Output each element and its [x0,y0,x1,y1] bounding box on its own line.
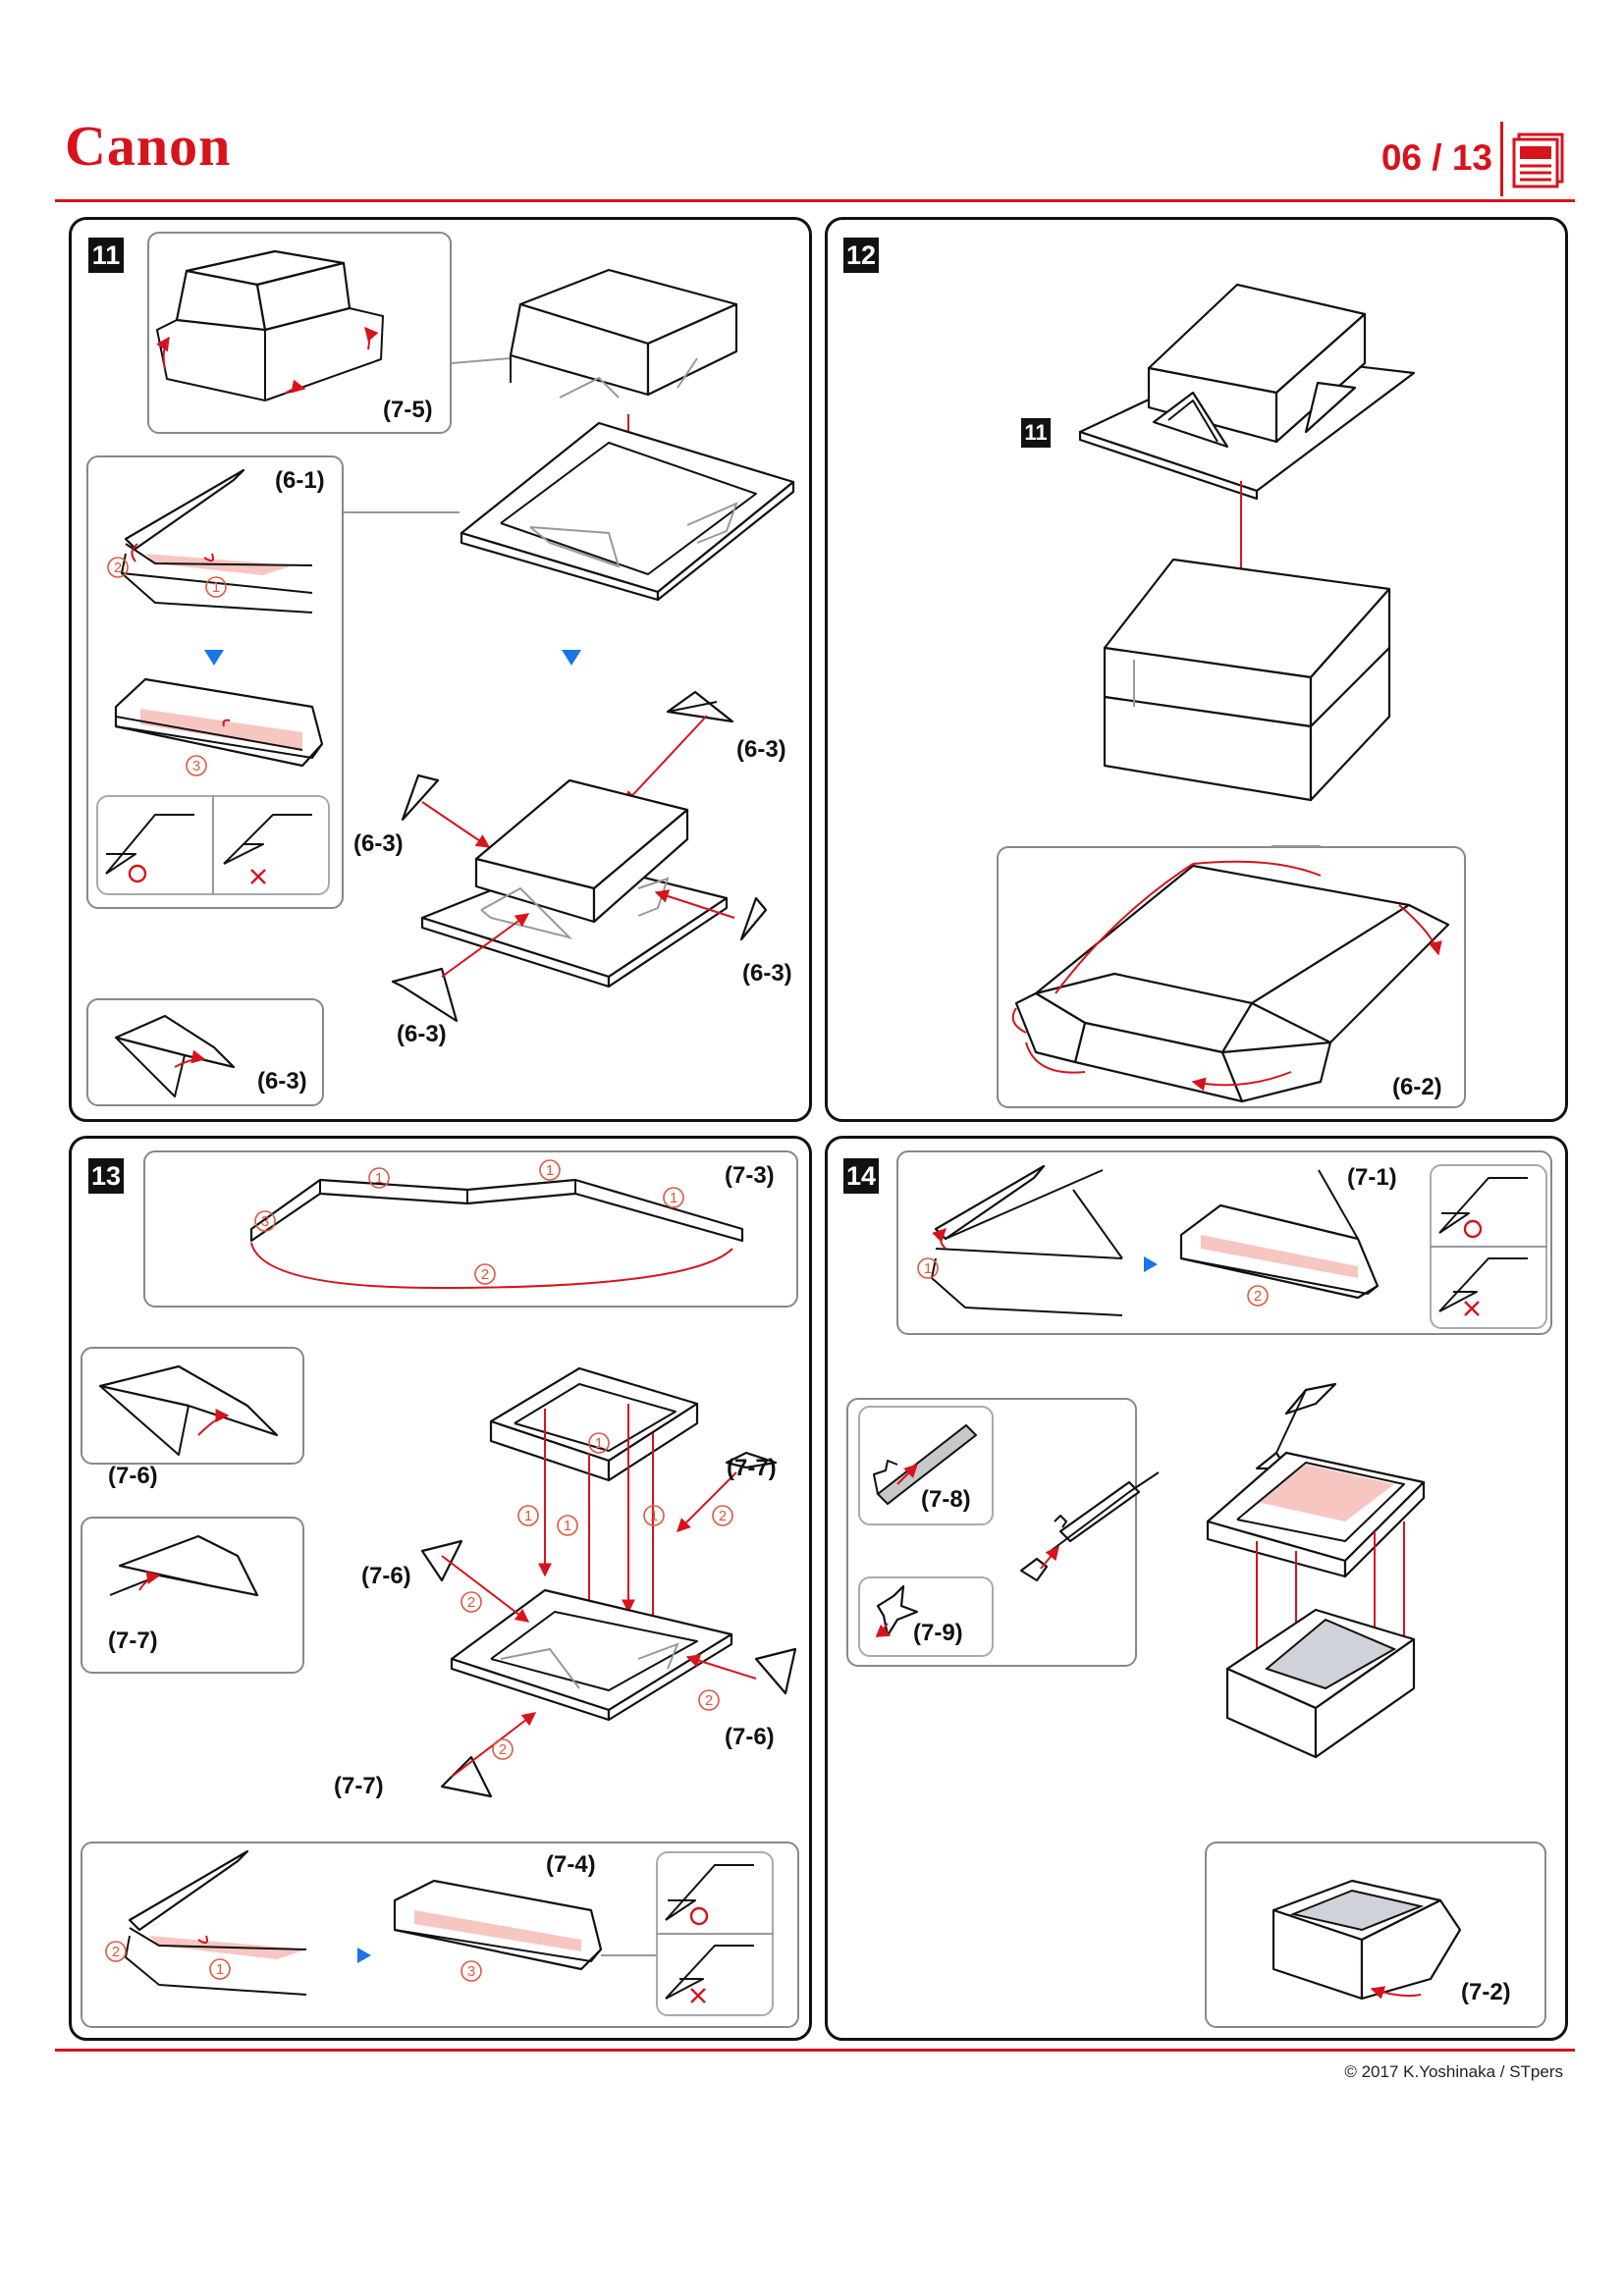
step-11-reference-badge: 11 [1021,418,1051,448]
label-7-9: (7-9) [913,1620,963,1646]
piece-7-9-diagram [875,1584,919,1637]
piece-7-8-diagram [873,1423,978,1506]
roof-with-dormers-diagram [1078,283,1416,618]
label-7-5: (7-5) [383,397,433,423]
copyright: © 2017 K.Yoshinaka / STpers [1344,2062,1563,2081]
roof-corner-diagram [156,249,384,401]
label-6-3-b: (6-3) [353,830,404,857]
eave-fold-detail [105,1849,660,1996]
footer-rule [55,2049,1575,2052]
piece-6-3-diagram [114,1014,236,1097]
ok-ng-comparison-3 [1430,1177,1547,1316]
label-7-4: (7-4) [546,1851,596,1878]
piece-7-6-diagram [98,1364,279,1456]
label-7-7-c: (7-7) [334,1773,384,1799]
label-6-3-d: (6-3) [397,1021,447,1047]
label-6-2: (6-2) [1392,1074,1442,1100]
fold-detail-diagram [107,468,460,614]
step-13-number: 13 [88,1158,124,1194]
roof-assembly-detail [1011,845,1450,1103]
callout-7-5 [147,232,452,434]
next-arrow-icon [562,650,581,666]
label-7-8: (7-8) [921,1486,971,1513]
label-6-1: (6-1) [275,467,325,494]
step-14-number: 14 [843,1158,879,1194]
label-6-3-a: (6-3) [736,736,786,763]
header-rule [55,199,1575,202]
ok-ng-comparison-2 [656,1864,774,2003]
house-box-diagram [1272,1879,1462,2001]
label-7-2: (7-2) [1461,1979,1511,2005]
header-separator [1500,122,1503,196]
callout-7-9 [858,1576,994,1657]
label-7-1: (7-1) [1347,1164,1397,1191]
fold-result-diagram [114,677,324,776]
label-7-6: (7-6) [108,1463,158,1489]
assembly-14-diagram [1206,1382,1426,1759]
tower-body-diagram [1103,558,1391,802]
callout-6-3 [86,998,324,1106]
assembly-13-diagram [420,1366,797,1798]
ok-ng-comparison [105,795,312,895]
step-11-number: 11 [88,238,124,273]
page-number: 06 / 13 [1380,137,1492,178]
piece-7-7-diagram [109,1534,259,1597]
label-7-6-b: (7-6) [361,1563,411,1589]
label-6-3-c: (6-3) [742,960,792,987]
label-7-7-b: (7-7) [727,1455,777,1481]
canon-logo: Canon [65,114,232,178]
assembly-6-3-diagram [391,690,768,1023]
roof-cap-diagram [451,268,738,399]
next-arrow-icon [204,650,224,666]
step-12-number: 12 [843,238,879,273]
label-7-3: (7-3) [725,1162,775,1189]
label-7-6-c: (7-6) [725,1724,775,1750]
label-6-3-e: (6-3) [257,1068,307,1095]
document-icon [1512,133,1564,188]
eave-tray-diagram [460,421,795,602]
roof-fold-detail [917,1164,1380,1316]
eave-strip-diagram [249,1159,744,1290]
label-7-7: (7-7) [108,1628,158,1654]
ridge-detail-diagram [1019,1471,1160,1582]
callout-7-8 [858,1406,994,1525]
